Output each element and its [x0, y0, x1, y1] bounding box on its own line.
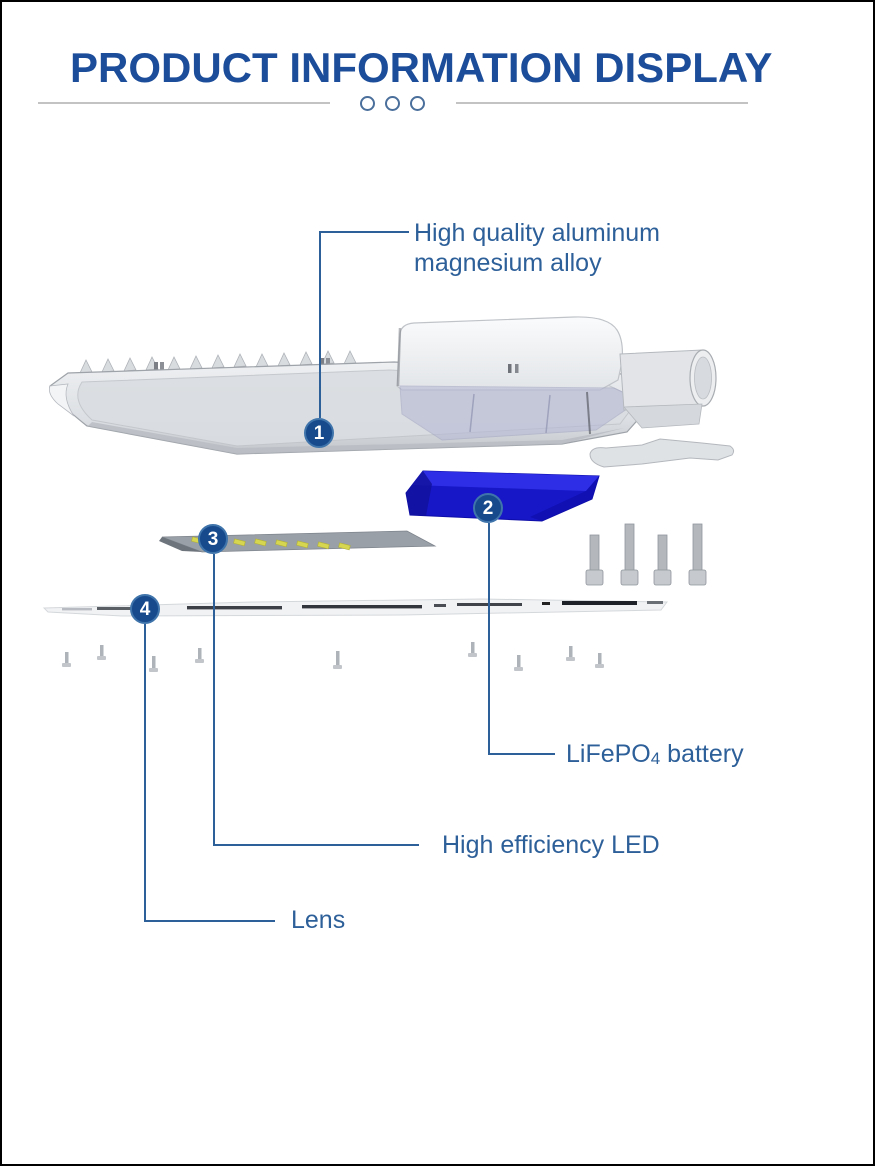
label-aluminum-alloy: High quality aluminum magnesium alloy: [414, 218, 660, 278]
housing-stud: [160, 362, 164, 372]
housing-recess: [399, 385, 642, 441]
page-title: PRODUCT INFORMATION DISPLAY: [70, 44, 773, 91]
compartment-stud: [515, 364, 519, 373]
callout-line-1: [319, 231, 409, 418]
bolt: [620, 523, 639, 586]
housing-stud: [320, 358, 324, 368]
screw: [149, 656, 158, 672]
housing-stud: [326, 358, 330, 368]
housing-nose: [48, 383, 75, 417]
label-battery-prefix: LiFePO: [566, 740, 651, 768]
label-battery-subscript: 4: [650, 749, 661, 768]
lamp-housing: [48, 316, 735, 468]
bolt: [688, 523, 707, 586]
compartment-edge: [396, 327, 402, 387]
bolts: [585, 523, 707, 586]
small-screws: [62, 642, 604, 672]
screw: [595, 653, 604, 668]
callout-lines: [144, 231, 555, 922]
bolt: [653, 534, 672, 586]
screw: [97, 645, 106, 660]
callout-line-4: [144, 624, 275, 922]
screw: [333, 651, 342, 669]
recess-seam: [586, 391, 591, 435]
label-aluminum-alloy-line1: High quality aluminum: [414, 219, 660, 247]
screw: [62, 652, 71, 667]
divider-line-right: [456, 102, 748, 104]
label-battery: LiFePO4 battery: [566, 739, 744, 772]
pole-mount: [619, 349, 717, 429]
recess-seam: [545, 394, 551, 434]
housing-stud: [154, 362, 158, 372]
divider-dot-icon: [360, 96, 375, 111]
callout-badge-1: 1: [304, 418, 334, 448]
label-battery-suffix: battery: [660, 740, 744, 768]
divider-dot-icon: [410, 96, 425, 111]
recess-seam: [469, 393, 475, 433]
housing-rim: [88, 422, 624, 454]
screw: [566, 646, 575, 661]
callout-badge-2: 2: [473, 493, 503, 523]
compartment-box: [396, 316, 624, 391]
battery: [405, 470, 600, 522]
screw: [514, 655, 523, 671]
divider-dot-icon: [385, 96, 400, 111]
screw: [468, 642, 477, 657]
bolt: [585, 534, 604, 586]
screw: [195, 648, 204, 663]
callout-line-2: [488, 523, 555, 755]
callout-badge-3: 3: [198, 524, 228, 554]
callout-line-3: [213, 554, 419, 846]
compartment-stud: [508, 364, 512, 373]
divider-line-left: [38, 102, 330, 104]
mounting-bracket: [589, 438, 735, 468]
lens-panel: [42, 598, 668, 617]
label-lens: Lens: [291, 906, 346, 934]
callout-badge-4: 4: [130, 594, 160, 624]
label-aluminum-alloy-line2: magnesium alloy: [414, 249, 602, 277]
label-led: High efficiency LED: [442, 831, 660, 859]
